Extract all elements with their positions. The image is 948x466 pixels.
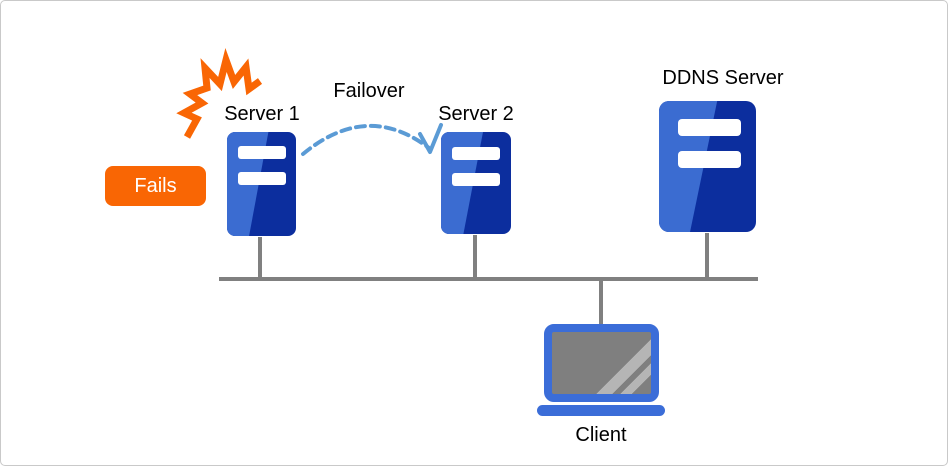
crash-icon [176, 48, 263, 139]
client-laptop-icon [544, 324, 659, 402]
failover-label: Failover [333, 80, 405, 102]
failover-arrowhead-icon [418, 123, 443, 154]
server2-label: Server 2 [438, 103, 514, 125]
ddns-server-label: DDNS Server [662, 67, 784, 89]
server1-icon [227, 132, 296, 236]
fails-badge: Fails [105, 166, 206, 206]
server-slot [678, 151, 741, 168]
laptop-base [537, 405, 665, 416]
server2-icon [441, 132, 511, 234]
server-slot [452, 173, 500, 186]
server-slot [238, 172, 286, 185]
ddns-server-icon [659, 101, 756, 232]
server-slot [238, 146, 286, 159]
server-slot [678, 119, 741, 136]
client-label: Client [575, 424, 627, 446]
laptop-screen [552, 332, 651, 394]
server1-label: Server 1 [224, 103, 300, 125]
failover-arrow-icon [301, 123, 431, 156]
server-slot [452, 147, 500, 160]
